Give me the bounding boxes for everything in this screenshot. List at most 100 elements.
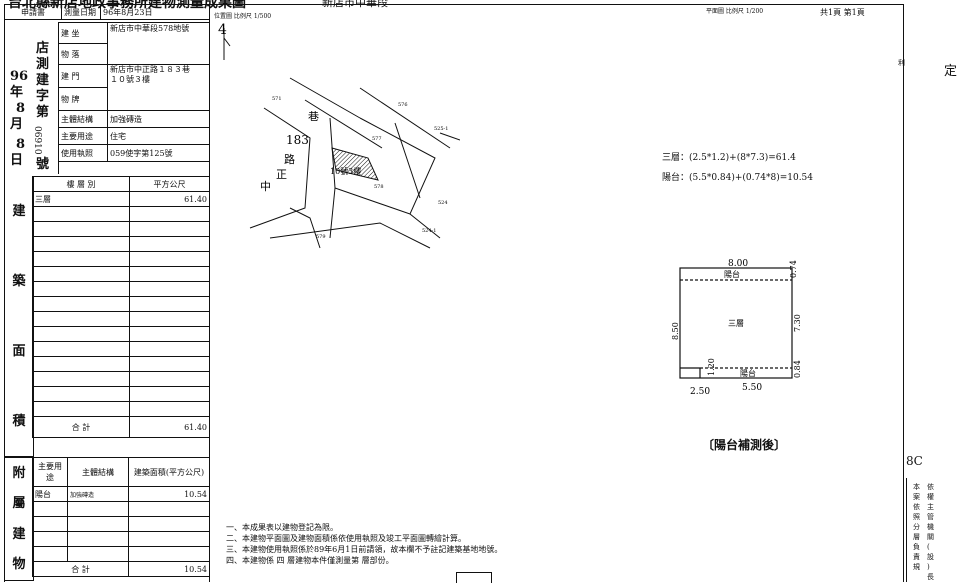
dim-730: 7.30: [793, 314, 802, 332]
office-char-4: 字: [36, 89, 50, 104]
note-3: 三、本建物使用執照係於89年6月1日前請領，故本欄不予註記建築基地地號。: [226, 545, 503, 554]
col-annex-area: 建築面積(平方公尺): [128, 457, 210, 487]
office-char-2: 測: [36, 57, 50, 72]
month-number: 8: [16, 101, 26, 116]
margin-mark-3: 8C: [906, 454, 923, 468]
office-char-1: 店: [36, 41, 50, 56]
header-table: 申請書 測量日期 96年8月23日: [4, 4, 210, 20]
applicant-label: 申請書: [4, 4, 62, 20]
annex-total-label: 合 計: [32, 561, 129, 577]
office-char-5: 第: [36, 105, 50, 120]
dim-120: 1.20: [707, 358, 716, 376]
note-4: 四、本建物係 四 層建物本件僅測量第 層部份。: [226, 556, 394, 565]
day-number: 8: [16, 137, 26, 152]
lot-577: 577: [372, 136, 382, 142]
area-total-label: 合 計: [32, 416, 130, 438]
year-number: 96: [10, 69, 29, 84]
balcony-top-label: 陽台: [724, 269, 740, 279]
col-struct: 主體結構: [67, 457, 129, 487]
info-value-7: 059使字第125號: [107, 144, 210, 162]
dim-074: 0.74: [789, 260, 798, 278]
road-char-lu: 路: [284, 153, 295, 166]
year-char: 年: [10, 85, 24, 100]
frame-top: [4, 4, 904, 5]
info-label-2: 物 落: [58, 43, 108, 65]
stamp-col-2: 依權主管機關(設)長: [927, 483, 934, 581]
annex-side-label: 附 屬 建 物: [4, 457, 34, 581]
lot-578: 578: [374, 184, 384, 190]
dim-top: 8.00: [728, 259, 748, 269]
annex-side-3: 建: [12, 526, 26, 542]
info-value-6: 住宅: [107, 127, 210, 145]
info-value-1: 新店市中華段578地號: [107, 22, 210, 65]
area-side-1: 建: [12, 203, 26, 219]
dim-084: 0.84: [793, 360, 802, 378]
road-char-xiang: 巷: [308, 110, 319, 123]
annex-side-2: 屬: [12, 496, 26, 512]
note-1: 一、本成果表以建物登記為限。: [226, 523, 338, 532]
location-map: 4 571 576 577 578 579 524 525-1 524-1 巷 …: [218, 22, 460, 249]
hao-char: 號: [36, 157, 50, 172]
annex-table: 主要用途 主體結構 建築面積(平方公尺) 陽台 加強磚造 10.54 合 計 1…: [32, 457, 210, 577]
road-number: 183: [286, 133, 309, 147]
stamp-col-1: 本案依照分層負責規: [913, 483, 920, 571]
annex-struct: 加強磚造: [67, 486, 129, 502]
col-floor: 樓 層 別: [32, 176, 130, 192]
survey-date-label: 測量日期: [61, 4, 101, 20]
road-char-zhong: 中: [260, 180, 271, 193]
floor-name: 三層: [32, 191, 130, 207]
annex-use: 陽台: [32, 486, 68, 502]
stamp-box: 本案依照分層負責規 依權主管機關(設)長: [906, 478, 957, 582]
margin-mark-2: 定: [944, 64, 958, 79]
target-unit-label: 10號3樓: [330, 166, 361, 176]
frame-divider: [209, 4, 210, 582]
road-char-zheng: 正: [276, 168, 287, 181]
notes: 一、本成果表以建物登記為限。 二、本建物平面圖及建物面積係依使用執照及竣工平面圖…: [226, 522, 502, 566]
dim-250: 2.50: [690, 387, 710, 397]
balcony-bottom-label: 陽台: [740, 368, 756, 378]
area-side-label: 建 築 面 積: [4, 176, 34, 457]
calc-balcony: 陽台：(5.5*0.84)+(0.74*8)=10.54: [662, 173, 814, 183]
info-label-1: 建 坐: [58, 22, 108, 44]
info-label-7: 使用執照: [58, 144, 108, 162]
plan-caption: 〔陽台補測後〕: [702, 438, 787, 452]
room-label: 三層: [728, 319, 744, 328]
plan-scale-label: 平面圖 比例尺 1/200: [706, 8, 764, 15]
left-date-block: 96 年 8 月 8 日 店 測 建 字 第 06910 號: [4, 22, 59, 174]
dim-550: 5.50: [742, 383, 762, 393]
lot-579: 579: [316, 234, 326, 240]
frame-right: [903, 4, 904, 582]
area-side-4: 積: [12, 413, 26, 429]
area-side-3: 面: [12, 343, 26, 359]
office-char-3: 建: [36, 73, 50, 88]
info-label-6: 主要用途: [58, 127, 108, 145]
lot-524-1: 524-1: [422, 228, 436, 234]
lot-524: 524: [438, 200, 448, 206]
case-code: 06910: [32, 126, 42, 155]
margin-mark-1: 利: [898, 59, 905, 67]
col-use: 主要用途: [32, 457, 68, 487]
annex-area: 10.54: [128, 486, 210, 502]
annex-total: 10.54: [128, 561, 210, 577]
month-char: 月: [10, 117, 24, 132]
page-info: 共1頁 第1頁: [820, 8, 865, 17]
calc-floor: 三層：(2.5*1.2)+(8*7.3)=61.4: [662, 153, 796, 163]
area-total: 61.40: [129, 416, 210, 438]
info-label-4: 物 牌: [58, 87, 108, 111]
floor-area: 61.40: [129, 191, 210, 207]
area-side-2: 築: [12, 273, 26, 289]
col-area: 平方公尺: [129, 176, 210, 192]
info-label-5: 主體結構: [58, 110, 108, 128]
note-2: 二、本建物平面圖及建物面積係依使用執照及竣工平面圖轉繪計算。: [226, 534, 466, 543]
survey-date: 96年8月23日: [100, 4, 210, 20]
floor-plan: 8.00 陽台 0.74 8.50 7.30 三層 1.20 陽台 0.84 2…: [671, 259, 802, 397]
info-value-5: 加強磚造: [107, 110, 210, 128]
position-map-label: 位置圖 比例尺 1/500: [214, 13, 272, 20]
lot-571: 571: [272, 96, 282, 102]
lot-525-1: 525-1: [434, 126, 448, 132]
area-table: 樓 層 別 平方公尺 三層 61.40 合 計 61.40: [32, 176, 210, 438]
day-char: 日: [10, 153, 24, 168]
info-label-3: 建 門: [58, 64, 108, 88]
